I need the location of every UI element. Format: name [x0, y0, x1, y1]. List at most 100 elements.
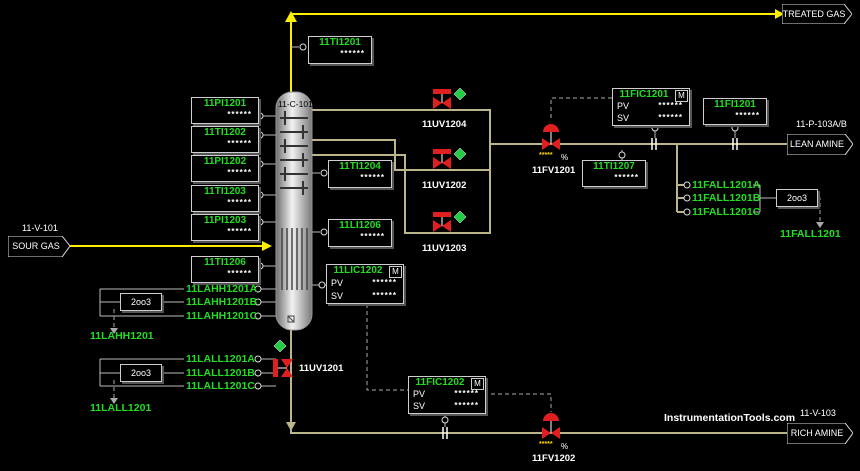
lic1202-mode[interactable]: M: [389, 266, 402, 278]
uv1201-tag[interactable]: 11UV1201: [299, 363, 344, 374]
fall-vote: 2oo3: [776, 189, 818, 207]
fic1201-mode[interactable]: M: [675, 90, 688, 102]
uv1202-tag[interactable]: 11UV1202: [422, 180, 467, 191]
ti1202-tag: 11TI1202: [204, 127, 246, 138]
lic1202-faceplate[interactable]: 11LIC1202 M PV ****** SV ******: [326, 264, 404, 304]
li1206-value: ******: [360, 232, 385, 241]
ti1206-tag: 11TI1206: [204, 257, 246, 268]
lall-output[interactable]: 11LALL1201: [90, 402, 152, 414]
fic1202-pv-row: PV******: [413, 389, 479, 399]
fic1201-pv: ******: [658, 101, 683, 110]
fall-c[interactable]: 11FALL1201C: [692, 206, 761, 218]
lahh-c[interactable]: 11LAHH1201C: [186, 310, 258, 322]
treated-gas-line: [285, 9, 784, 95]
pi1201-value: ******: [227, 110, 252, 119]
ti1204-tag: 11TI1204: [339, 161, 381, 172]
fic1202-sv-label: SV: [413, 401, 426, 411]
fic1202-mode[interactable]: M: [471, 378, 484, 390]
ti1203-value: ******: [227, 198, 252, 207]
fic1202-sv-row: SV ******: [413, 401, 479, 411]
lean-amine-connector[interactable]: LEAN AMINE: [787, 134, 853, 155]
lahh-vote: 2oo3: [120, 293, 162, 311]
ti1201-faceplate[interactable]: 11TI1201 ******: [308, 36, 372, 64]
lall-b[interactable]: 11LALL1201B: [186, 367, 255, 379]
lall-a[interactable]: 11LALL1201A: [186, 353, 255, 365]
lean-amine-source: 11-P-103A/B: [796, 119, 847, 129]
fic1201-tag: 11FIC1201: [619, 89, 669, 100]
fv1201-tag[interactable]: 11FV1201: [532, 165, 576, 176]
signal-arrowheads: [110, 222, 824, 404]
treated-gas-connector[interactable]: TREATED GAS: [782, 4, 852, 24]
fall-output[interactable]: 11FALL1201: [780, 228, 841, 240]
fic1202-pv: ******: [454, 389, 479, 398]
pi1203-tag: 11PI1203: [203, 215, 247, 226]
lic1202-pv-row: PV ******: [331, 278, 397, 288]
fic1201-faceplate[interactable]: 11FIC1201 M PV ****** SV ******: [612, 88, 690, 126]
watermark: InstrumentationTools.com: [664, 412, 796, 424]
lic1202-sv-row: SV ******: [331, 291, 397, 301]
pi1203-value: ******: [227, 227, 252, 236]
ti1204-value: ******: [360, 173, 385, 182]
fic1202-tag: 11FIC1202: [415, 377, 465, 388]
lean-amine-label: LEAN AMINE: [789, 139, 845, 149]
rich-amine-dest: 11-V-103: [800, 408, 836, 418]
fic1201-pv-row: PV ******: [617, 101, 683, 111]
uv1204-tag[interactable]: 11UV1204: [422, 119, 467, 130]
valve-status-icons: [273, 87, 467, 353]
ti1203-tag: 11TI1203: [204, 186, 246, 197]
fv1201-unit: %: [561, 153, 569, 162]
pi1201-tag: 11PI1201: [203, 98, 247, 109]
sour-gas-connector[interactable]: SOUR GAS: [8, 236, 70, 257]
sour-gas-line: [68, 241, 272, 251]
pi1202-faceplate[interactable]: 11PI1202 ******: [191, 155, 259, 182]
li1206-faceplate[interactable]: 11LI1206 ******: [328, 219, 392, 247]
ti1206-faceplate[interactable]: 11TI1206 ******: [191, 256, 259, 283]
uv1203-tag[interactable]: 11UV1203: [422, 243, 467, 254]
fall-a[interactable]: 11FALL1201A: [692, 179, 761, 191]
lic1202-sv[interactable]: ******: [372, 291, 397, 300]
pi1201-faceplate[interactable]: 11PI1201 ******: [191, 97, 259, 124]
lahh-output[interactable]: 11LAHH1201: [90, 330, 154, 342]
fv1202-tag[interactable]: 11FV1202: [532, 453, 576, 464]
ti1201-value: ******: [340, 49, 365, 58]
lall-vote: 2oo3: [120, 364, 162, 382]
rich-amine-arrow: [286, 422, 296, 431]
fic1201-sv[interactable]: ******: [658, 113, 683, 122]
ti1202-value: ******: [227, 139, 252, 148]
lall-c[interactable]: 11LALL1201C: [186, 380, 255, 392]
fic1202-sv[interactable]: ******: [454, 401, 479, 410]
fi1201-value: ******: [735, 111, 760, 120]
li1206-tag: 11LI1206: [339, 220, 381, 231]
ti1207-faceplate[interactable]: 11TI1207 ******: [582, 160, 646, 187]
pi1202-value: ******: [227, 168, 252, 177]
fic1202-faceplate[interactable]: 11FIC1202 M PV****** SV ******: [408, 376, 486, 414]
lic1202-pv: ******: [372, 278, 397, 287]
ti1202-faceplate[interactable]: 11TI1202 ******: [191, 126, 259, 153]
pi1203-faceplate[interactable]: 11PI1203 ******: [191, 214, 259, 241]
rich-amine-connector[interactable]: RICH AMINE: [787, 423, 853, 444]
ti1207-value: ******: [614, 173, 639, 182]
lic1202-pv-label: PV: [331, 278, 344, 288]
ti1207-tag: 11TI1207: [593, 161, 635, 172]
orifice-plates: [442, 138, 738, 439]
ti1204-faceplate[interactable]: 11TI1204 ******: [328, 160, 392, 188]
fv1202-unit: %: [561, 442, 569, 451]
lic1202-sv-label: SV: [331, 291, 344, 301]
valve-symbols: [273, 89, 560, 439]
ti1201-tag: 11TI1201: [319, 37, 361, 48]
lahh-b[interactable]: 11LAHH1201B: [186, 296, 258, 308]
fall-b[interactable]: 11FALL1201B: [692, 192, 761, 204]
pi1202-tag: 11PI1202: [203, 156, 247, 167]
fi1201-faceplate[interactable]: 11FI1201 ******: [703, 98, 767, 125]
ti1203-faceplate[interactable]: 11TI1203 ******: [191, 185, 259, 212]
lahh-a[interactable]: 11LAHH1201A: [186, 283, 258, 295]
treated-gas-label: TREATED GAS: [782, 9, 846, 19]
fic1201-sv-label: SV: [617, 113, 630, 123]
fic1201-pv-label: PV: [617, 101, 630, 111]
lic1202-tag: 11LIC1202: [333, 265, 383, 276]
fic1201-sv-row: SV ******: [617, 113, 683, 123]
fv1202-output: *****: [539, 441, 553, 448]
column-tag: 11-C-101: [278, 99, 313, 109]
